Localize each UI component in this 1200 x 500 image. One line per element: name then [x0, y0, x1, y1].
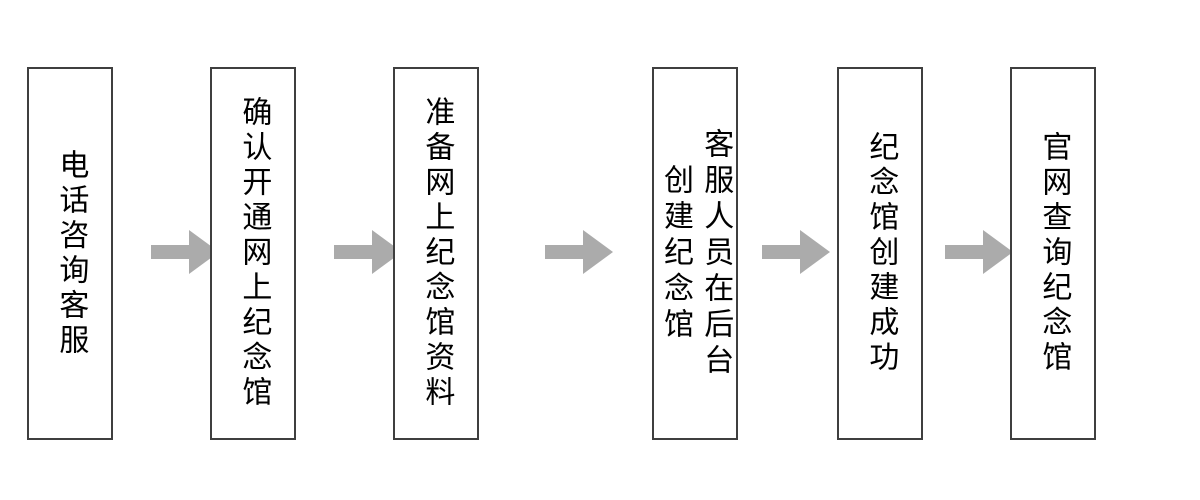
flow-node-label: 客服人员在后台创建纪念馆: [658, 127, 734, 380]
flow-node-label: 纪念馆创建成功: [863, 131, 899, 376]
flow-node-label: 准备网上纪念馆资料: [419, 96, 455, 411]
flow-node-step-3[interactable]: 准备网上纪念馆资料: [393, 67, 479, 440]
flow-arrow-right-icon: [545, 228, 613, 276]
flow-node-step-6[interactable]: 官网查询纪念馆: [1010, 67, 1096, 440]
flow-node-step-1[interactable]: 电话咨询客服: [27, 67, 113, 440]
flow-node-step-4[interactable]: 客服人员在后台创建纪念馆: [652, 67, 738, 440]
flow-node-label: 确认开通网上纪念馆: [236, 96, 272, 411]
flow-node-label: 电话咨询客服: [53, 148, 89, 359]
flow-node-label: 官网查询纪念馆: [1036, 131, 1072, 376]
flow-arrow-right-icon: [945, 228, 1013, 276]
flow-arrow-right-icon: [334, 228, 402, 276]
flow-node-step-5[interactable]: 纪念馆创建成功: [837, 67, 923, 440]
flow-arrow-right-icon: [762, 228, 830, 276]
flow-node-step-2[interactable]: 确认开通网上纪念馆: [210, 67, 296, 440]
flow-arrow-right-icon: [151, 228, 219, 276]
